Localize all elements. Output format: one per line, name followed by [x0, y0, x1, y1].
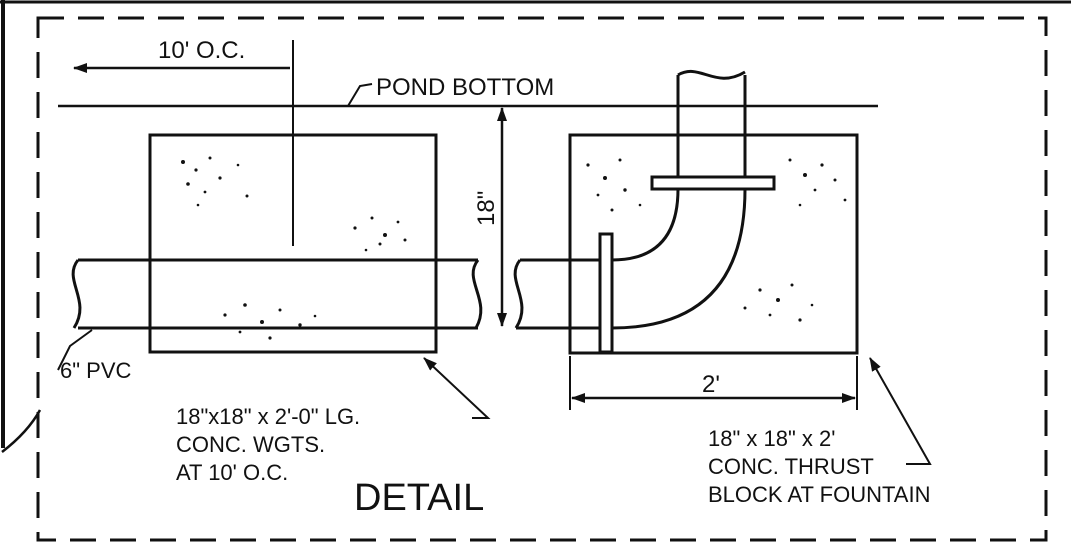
- block-width-label: 2': [702, 371, 720, 398]
- weights-note-line1: 18"x18" x 2'-0" LG.: [176, 404, 360, 429]
- spacing-label: 10' O.C.: [158, 37, 245, 64]
- riser-pipe-break: [677, 69, 746, 80]
- outer-leader-line: [1, 409, 42, 453]
- thrust-note-line2: CONC. THRUST: [708, 454, 874, 479]
- pvc-pipe-left-break: [71, 259, 82, 329]
- weights-note-line2: CONC. WGTS.: [176, 432, 325, 457]
- height-label: 18": [473, 191, 500, 226]
- riser-flange: [650, 175, 776, 191]
- concrete-stipple-left: [181, 156, 407, 340]
- thrust-block: [568, 133, 859, 355]
- concrete-stipple-right: [586, 158, 847, 322]
- detail-title: DETAIL: [354, 477, 484, 519]
- thrust-note-line3: BLOCK AT FOUNTAIN: [708, 482, 930, 507]
- pvc-leader: [57, 329, 93, 371]
- pipe-entry-break: [513, 259, 524, 329]
- pond-bottom-leader: [347, 83, 373, 107]
- elbow-inner-curve: [611, 188, 680, 262]
- weights-leader: [423, 357, 491, 419]
- weights-note-line3: AT 10' O.C.: [176, 460, 288, 485]
- pond-bottom-label: POND BOTTOM: [376, 74, 554, 101]
- elbow-outer-curve: [611, 188, 747, 330]
- thrust-leader: [869, 357, 932, 465]
- pvc-label: 6" PVC: [60, 358, 132, 383]
- pipe-flange: [598, 232, 614, 354]
- detail-border: [36, 16, 1048, 542]
- concrete-weight-block: [148, 133, 438, 354]
- pvc-pipe-right-break: [471, 259, 483, 329]
- thrust-note-line1: 18" x 18" x 2': [708, 426, 835, 451]
